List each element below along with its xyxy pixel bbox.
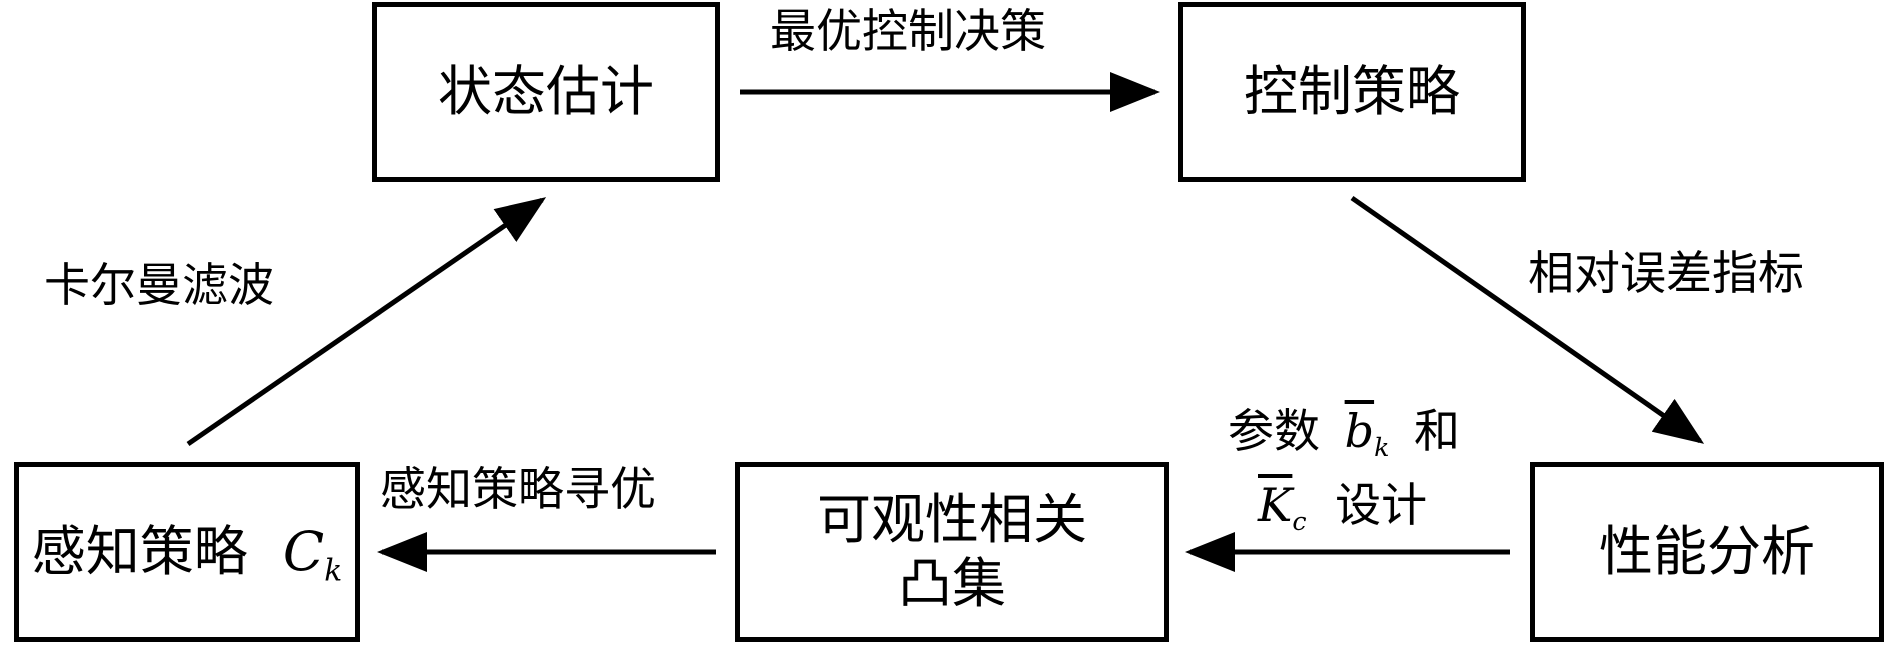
control-strategy-box: 控制策略	[1178, 2, 1526, 182]
edge-label-relative-error: 相对误差指标	[1528, 246, 1804, 300]
perception-strategy-text: 感知策略	[31, 520, 248, 584]
param-b-sub: k	[1374, 432, 1390, 462]
edge-label-perception-optimization: 感知策略寻优	[380, 462, 656, 516]
edge-label-params: 参数 bk 和	[1228, 404, 1461, 460]
perception-strategy-box: 感知策略 Ck	[14, 462, 360, 642]
param-b-symbol: bk	[1344, 404, 1390, 460]
state-estimation-box: 状态估计	[372, 2, 720, 182]
param-K-symbol: Kc	[1258, 478, 1307, 534]
control-strategy-label: 控制策略	[1244, 60, 1460, 124]
edge-label-kalman-filter: 卡尔曼滤波	[44, 258, 274, 312]
arrow-perception-to-state	[186, 197, 547, 447]
perception-symbol-sub: k	[324, 553, 343, 589]
edge-label-optimal-control: 最优控制决策	[770, 4, 1046, 58]
edge-label-design: Kc 设计	[1258, 478, 1428, 534]
param-K-sub: c	[1292, 506, 1307, 536]
param-b-letter: b	[1344, 404, 1375, 458]
performance-analysis-label: 性能分析	[1599, 520, 1815, 584]
perception-strategy-label: 感知策略 Ck	[31, 520, 343, 586]
params-prefix: 参数	[1228, 404, 1320, 458]
observability-box: 可观性相关 凸集	[735, 462, 1169, 642]
state-estimation-label: 状态估计	[438, 60, 654, 124]
perception-symbol-letter: C	[282, 520, 325, 584]
arrow-control-to-performance	[1350, 195, 1705, 444]
params-and: 和	[1414, 404, 1461, 458]
observability-label-line2: 凸集	[898, 552, 1006, 615]
param-K-letter: K	[1258, 478, 1293, 532]
observability-label-line1: 可观性相关	[817, 488, 1087, 552]
performance-analysis-box: 性能分析	[1530, 462, 1884, 642]
design-text: 设计	[1335, 478, 1428, 532]
perception-symbol: Ck	[282, 520, 342, 586]
